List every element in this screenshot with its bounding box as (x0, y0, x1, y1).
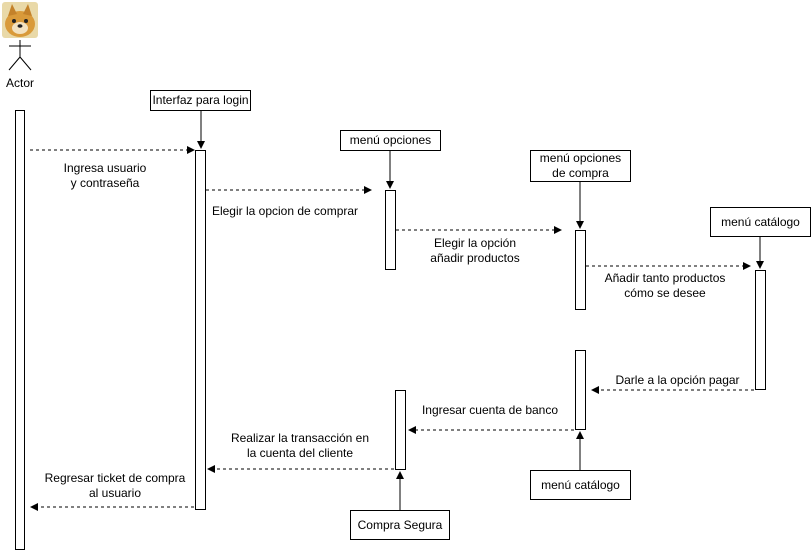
participant-opciones-compra[interactable]: menú opciones de compra (530, 150, 631, 182)
participant-login[interactable]: Interfaz para login (150, 90, 251, 111)
participant-opciones[interactable]: menú opciones (340, 130, 441, 151)
message-label-7: Realizar la transacción en la cuenta del… (230, 431, 370, 460)
participant-compra-segura[interactable]: Compra Segura (350, 510, 450, 540)
participant-opciones-label: menú opciones (349, 133, 432, 147)
catalogo-activation-bar (755, 270, 766, 390)
participant-catalogo-bottom-label: menú catálogo (541, 477, 620, 492)
message-label-3: Elegir la opción añadir productos (430, 236, 520, 265)
opciones-activation-bar (385, 190, 396, 270)
participant-catalogo-top-label: menú catálogo (721, 214, 800, 229)
login-activation-bar (195, 150, 206, 510)
message-label-4: Añadir tanto productos cómo se desee (604, 271, 726, 300)
participant-login-label: Interfaz para login (152, 93, 249, 107)
participant-compra-segura-label: Compra Segura (357, 517, 443, 532)
catalogo-pay-activation-bar (575, 350, 586, 430)
message-label-6: Ingresar cuenta de banco (421, 403, 559, 417)
compra-segura-activation-bar (395, 390, 406, 470)
message-label-8: Regresar ticket de compra al usuario (44, 471, 186, 500)
message-label-1: Ingresa usuario y contraseña (63, 161, 147, 190)
participant-catalogo-bottom[interactable]: menú catálogo (530, 470, 631, 500)
participant-catalogo-top[interactable]: menú catálogo (710, 207, 811, 237)
message-label-2: Elegir la opcion de comprar (211, 204, 359, 218)
actor-body (8, 40, 32, 71)
actor-label: Actor (5, 76, 34, 90)
message-label-5: Darle a la opción pagar (615, 373, 740, 387)
participant-opciones-compra-label: menú opciones de compra (539, 151, 622, 180)
opciones-compra-activation-bar (575, 230, 586, 310)
dog-avatar-icon (2, 2, 38, 38)
actor-activation-bar (15, 110, 25, 550)
